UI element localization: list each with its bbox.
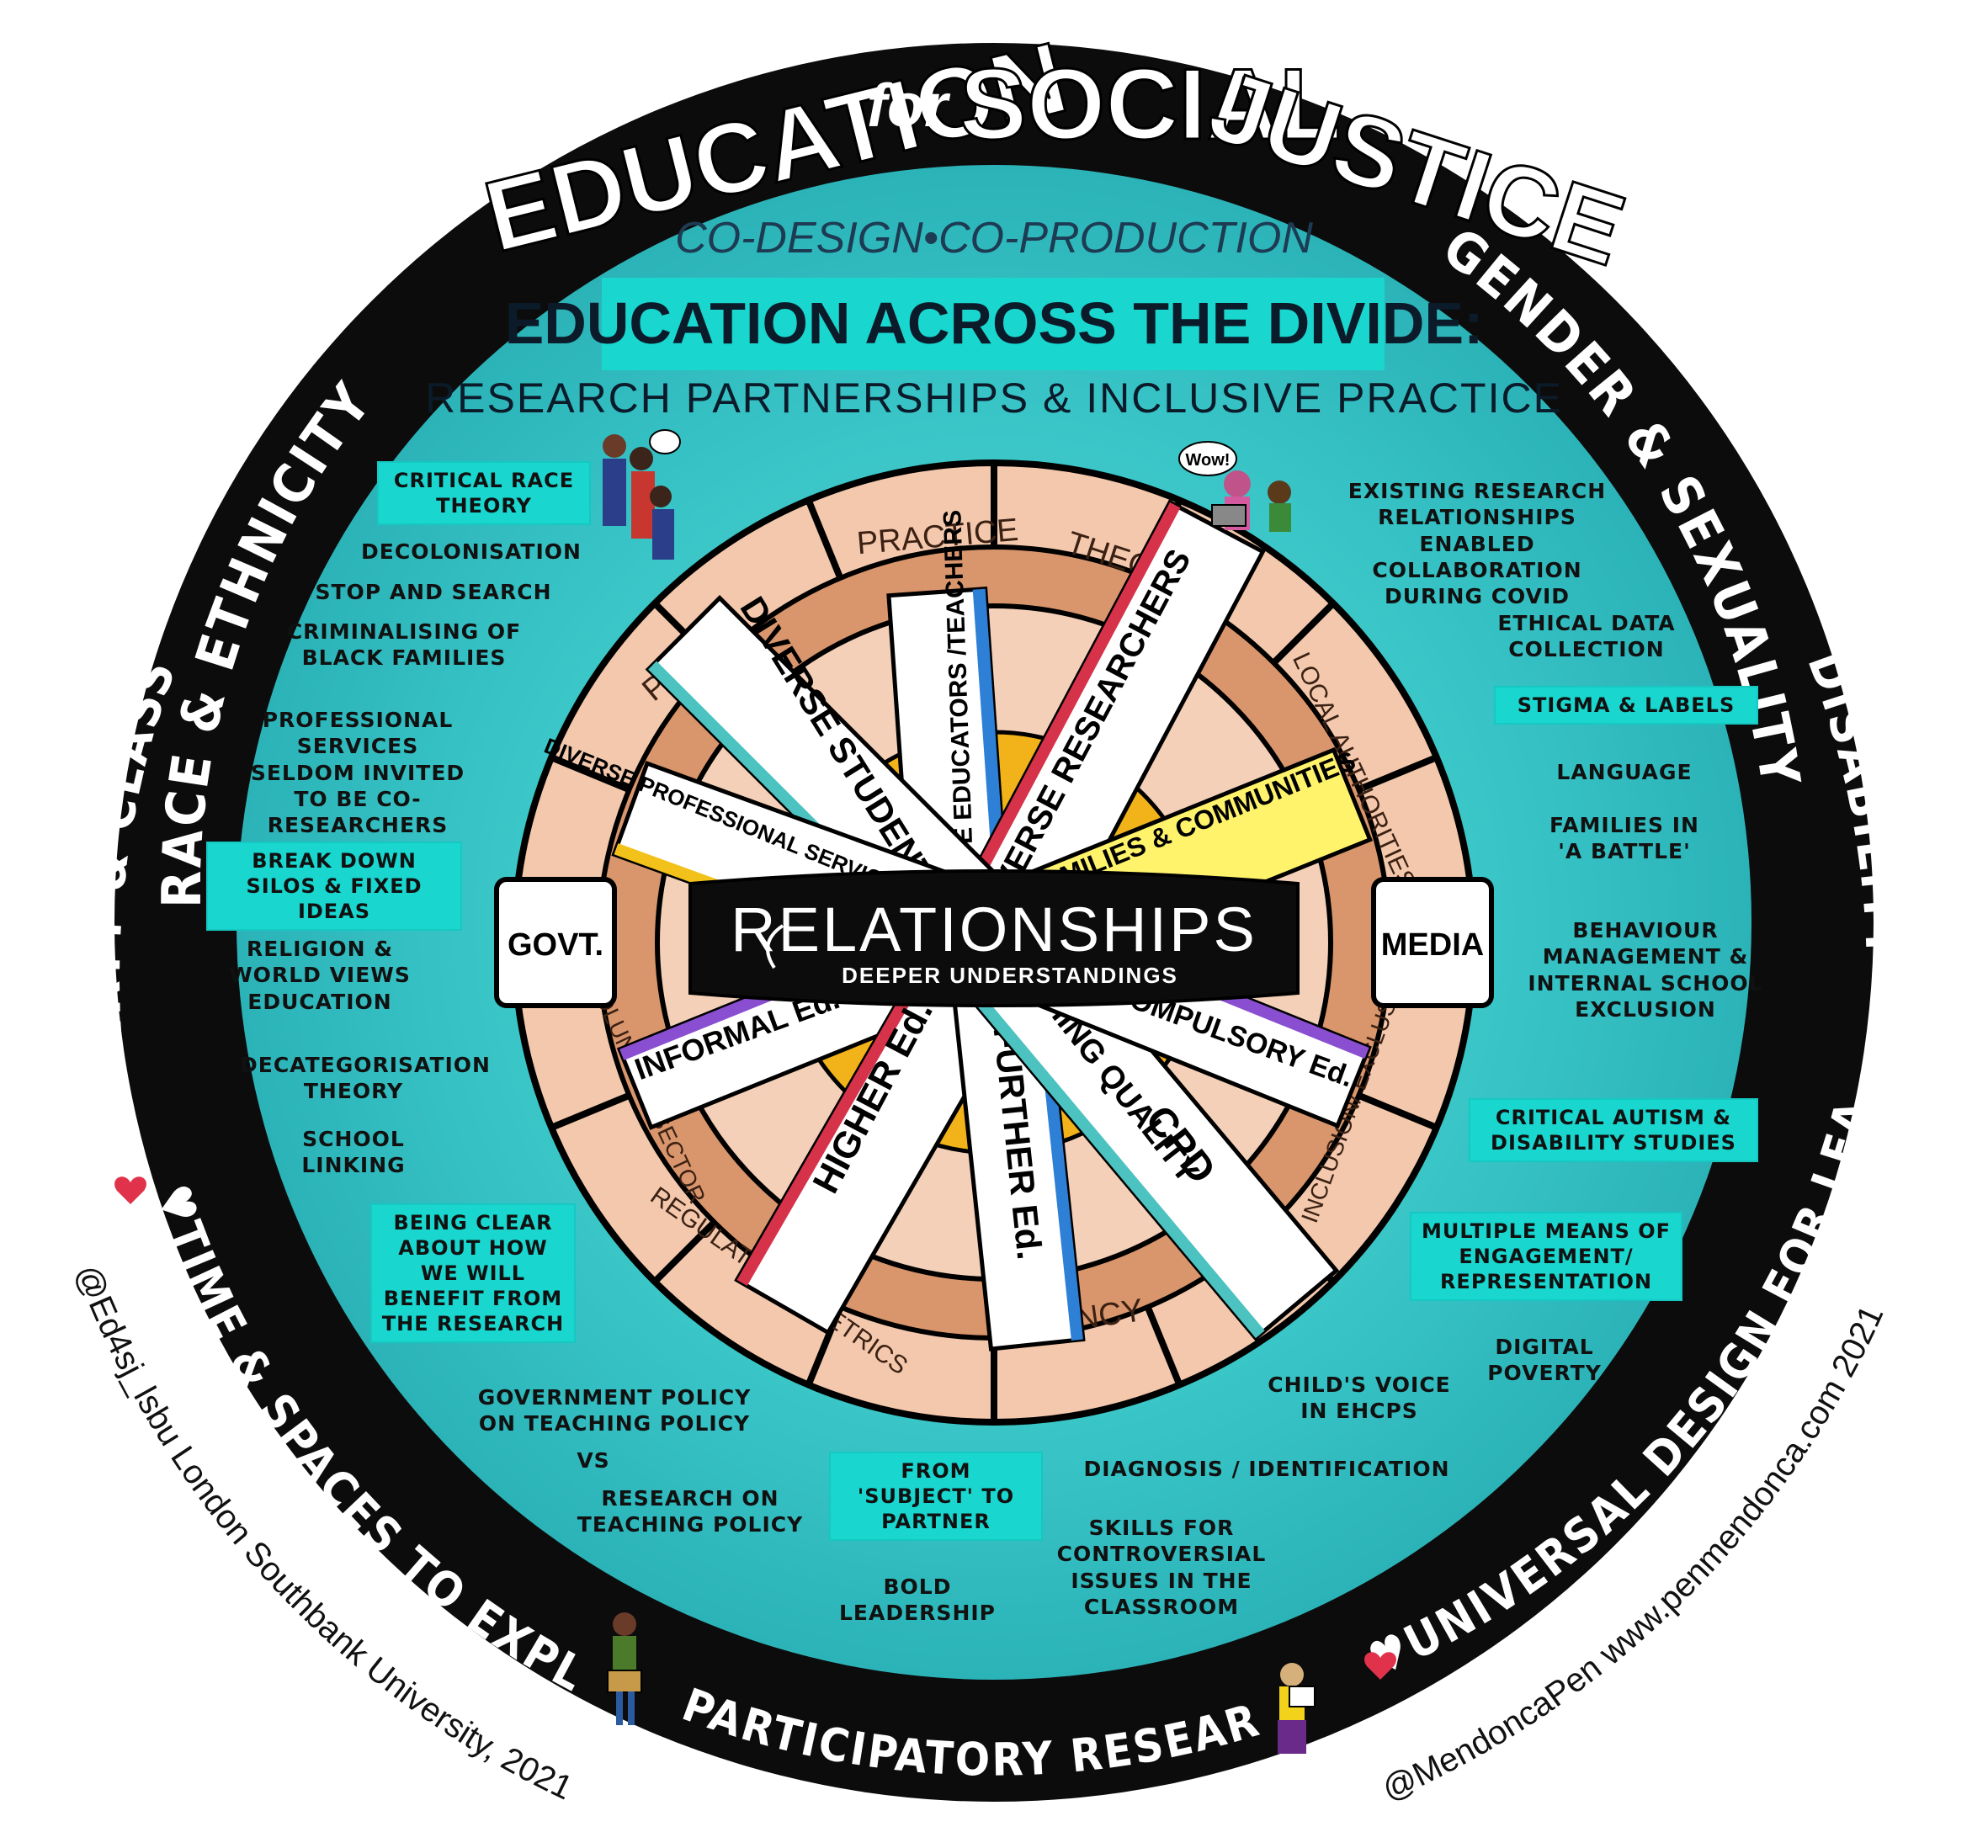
note-religion: RELIGION & WORLD VIEWS EDUCATION [229, 937, 411, 1014]
govt-tab [494, 877, 617, 1008]
note-crt: CRITICAL RACE THEORY [377, 461, 591, 525]
hub-banner [688, 869, 1300, 1007]
hub-subtitle: DEEPER UNDERSTANDINGS [842, 963, 1178, 988]
note-battle: FAMILIES IN 'A BATTLE' [1549, 813, 1699, 864]
title-social: SOCIAL [959, 48, 1341, 161]
header-main: EDUCATION ACROSS THE DIVIDE: [505, 290, 1484, 356]
note-ethical: ETHICAL DATA COLLECTION [1497, 611, 1676, 662]
note-autism: CRITICAL AUTISM & DISABILITY STUDIES [1469, 1098, 1758, 1162]
note-bold-leadership: BOLD LEADERSHIP [839, 1575, 996, 1626]
heart-icon-right [1364, 1652, 1396, 1680]
note-school-linking: SCHOOL LINKING [301, 1127, 406, 1178]
note-decategorisation: DECATEGORISATION THEORY [240, 1053, 491, 1104]
note-vs: VS [577, 1448, 610, 1473]
note-stigma: STIGMA & LABELS [1494, 686, 1758, 725]
note-silos: BREAK DOWN SILOS & FIXED IDEAS [206, 842, 462, 931]
note-subject-partner: FROM 'SUBJECT' TO PARTNER [829, 1452, 1043, 1541]
hub-title: RELATIONSHIPS [731, 895, 1257, 964]
note-behaviour: BEHAVIOUR MANAGEMENT & INTERNAL SCHOOL E… [1528, 918, 1763, 1022]
segment-media: MEDIA [1381, 927, 1484, 963]
header-sub: RESEARCH PARTNERSHIPS & INCLUSIVE PRACTI… [425, 374, 1563, 422]
note-professional: PROFESSIONAL SERVICES SELDOM INVITED TO … [250, 708, 465, 837]
note-research-on-policy: RESEARCH ON TEACHING POLICY [577, 1486, 804, 1537]
note-skills: SKILLS FOR CONTROVERSIAL ISSUES IN THE C… [1056, 1516, 1267, 1619]
people-illustration-left-icon [603, 429, 681, 560]
heart-icon-left [114, 1176, 146, 1204]
note-being-clear: BEING CLEAR ABOUT HOW WE WILL BENEFIT FR… [370, 1203, 576, 1343]
person-sign-icon [1278, 1663, 1316, 1754]
note-diagnosis: DIAGNOSIS / IDENTIFICATION [1083, 1457, 1450, 1481]
note-childs-voice: CHILD'S VOICE IN EHCPs [1268, 1373, 1451, 1424]
note-decolonisation: DECOLONISATION [361, 539, 582, 564]
hub-arrow-icon [766, 924, 784, 969]
speech-wow: Wow! [1186, 451, 1231, 470]
segment-govt: GOVT. [508, 927, 603, 963]
note-multiple-means: MULTIPLE MEANS OF ENGAGEMENT/ REPRESENTA… [1410, 1212, 1682, 1301]
note-stop-search: STOP AND SEARCH [315, 580, 552, 604]
title-for: for [867, 72, 951, 140]
media-tab [1371, 877, 1494, 1008]
note-existing-research: EXISTING RESEARCH RELATIONSHIPS ENABLED … [1347, 479, 1607, 608]
header-box [602, 278, 1385, 370]
wheel: PRACTICE THEORY POLICY LOCAL AUTHORITIES… [494, 459, 1494, 1426]
note-digital-poverty: DIGITAL POVERTY [1487, 1335, 1602, 1386]
codesign-label: CO-DESIGN•CO-PRODUCTION [675, 214, 1313, 263]
person-drum-icon [607, 1612, 642, 1725]
note-government-policy: GOVERNMENT POLICY ON TEACHING POLICY [477, 1385, 752, 1436]
note-language: LANGUAGE [1556, 760, 1693, 784]
people-illustration-right-icon: Wow! [1178, 441, 1291, 532]
note-criminalising: CRIMINALISING OF BLACK FAMILIES [286, 619, 522, 671]
